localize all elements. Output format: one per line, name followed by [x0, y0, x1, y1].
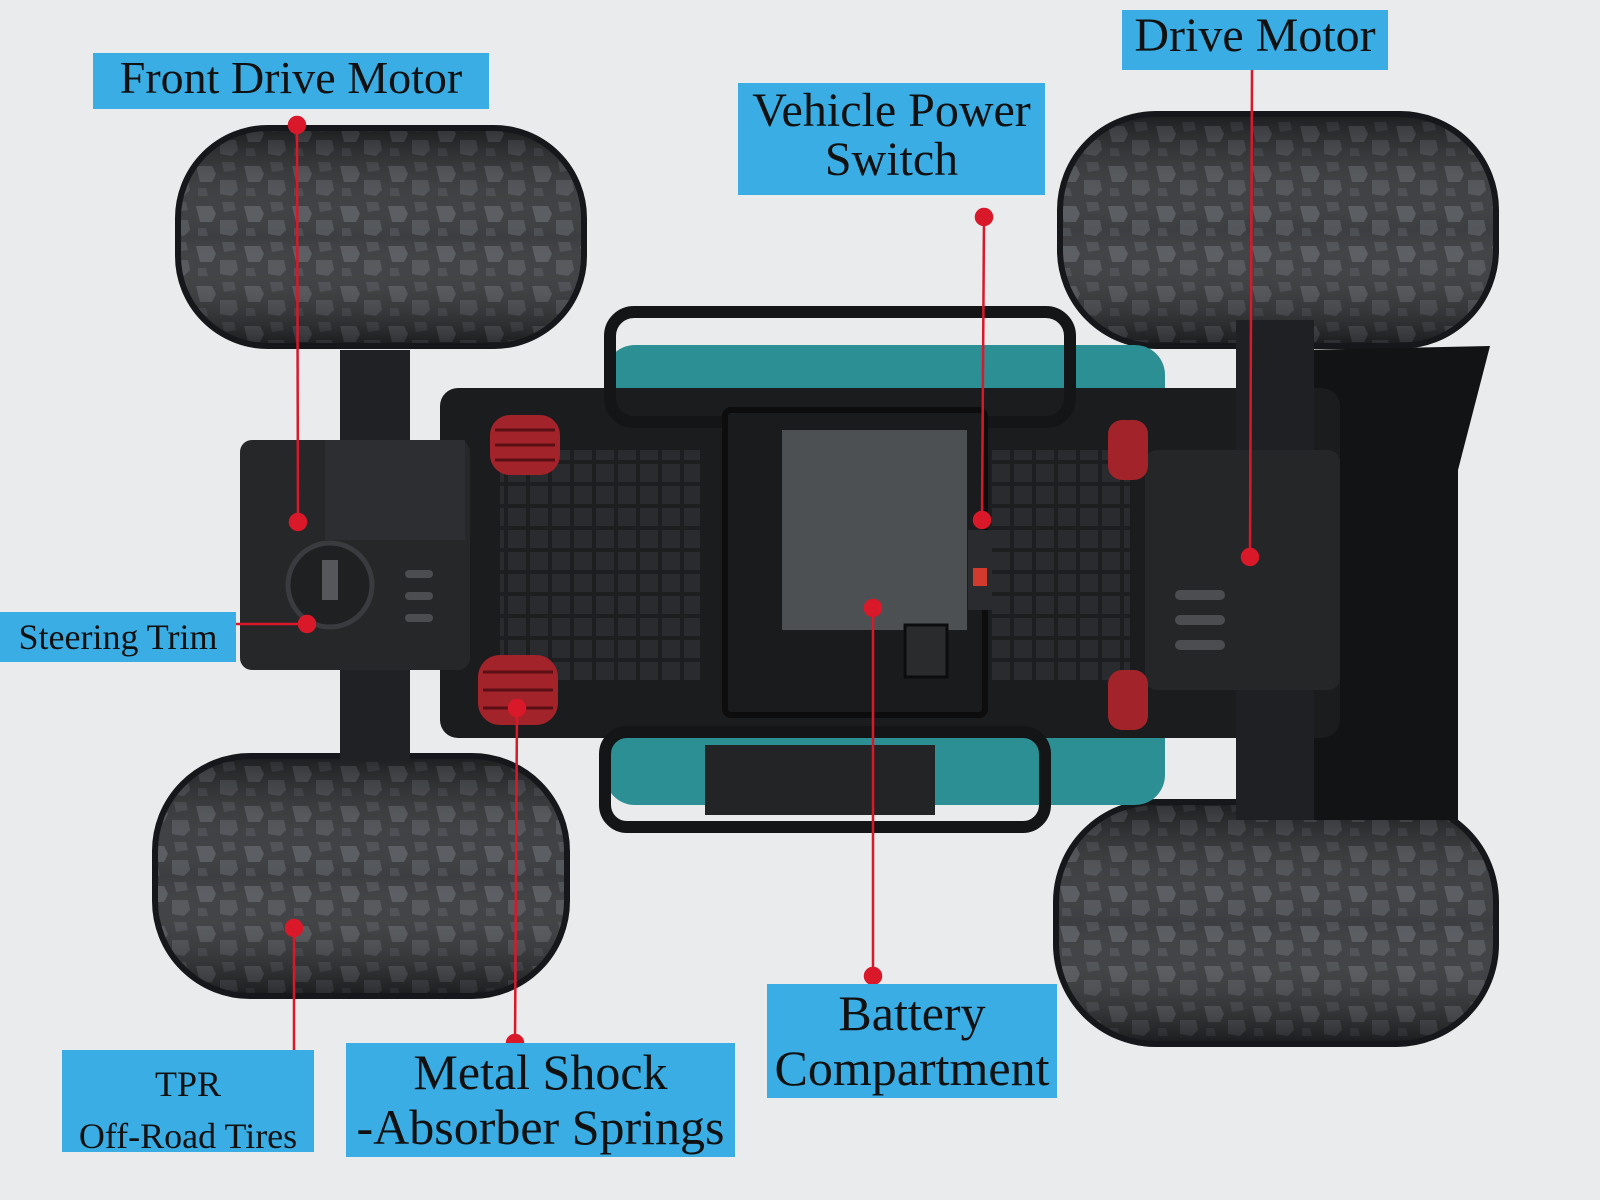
battery-line1: Battery — [838, 985, 986, 1041]
front-left-tire — [175, 125, 587, 349]
front-drive-motor-marker — [287, 115, 307, 135]
shock-point — [507, 698, 527, 718]
tires-line1: TPR — [154, 1064, 222, 1104]
power-switch-line1: Vehicle Power — [752, 84, 1031, 137]
shock-line1: Metal Shock — [413, 1044, 668, 1100]
tires-line2: Off-Road Tires — [78, 1116, 298, 1157]
shock-springs-label: Metal Shock -Absorber Springs — [346, 1043, 735, 1157]
drive-motor-label: Drive Motor — [1122, 10, 1388, 70]
front-drive-motor-point — [288, 512, 308, 532]
rear-left-tire — [152, 753, 570, 999]
steering-trim-label: Steering Trim — [0, 612, 236, 662]
tires-point — [284, 918, 304, 938]
steering-trim-point — [297, 614, 317, 634]
tpr-tires-label: TPR Off-Road Tires — [62, 1050, 314, 1156]
drive-motor-text: Drive Motor — [1134, 9, 1376, 62]
leader-lines — [236, 69, 1260, 1053]
vehicle-power-switch-label: Vehicle Power Switch — [738, 83, 1045, 195]
front-right-tire — [1057, 111, 1499, 349]
front-drive-motor-text: Front Drive Motor — [119, 52, 463, 103]
battery-line2: Compartment — [774, 1040, 1050, 1096]
steering-trim-text: Steering Trim — [18, 617, 218, 657]
shock-line2: -Absorber Springs — [356, 1099, 725, 1155]
battery-point — [863, 598, 883, 618]
power-switch-point — [972, 510, 992, 530]
drive-motor-point — [1240, 547, 1260, 567]
power-switch-marker — [974, 207, 994, 227]
rear-right-tire — [1053, 799, 1499, 1047]
battery-marker — [863, 966, 883, 986]
front-drive-motor-label: Front Drive Motor — [93, 53, 489, 109]
chassis — [240, 306, 1490, 833]
battery-compartment-label: Battery Compartment — [767, 984, 1057, 1098]
power-switch-line2: Switch — [824, 132, 959, 186]
